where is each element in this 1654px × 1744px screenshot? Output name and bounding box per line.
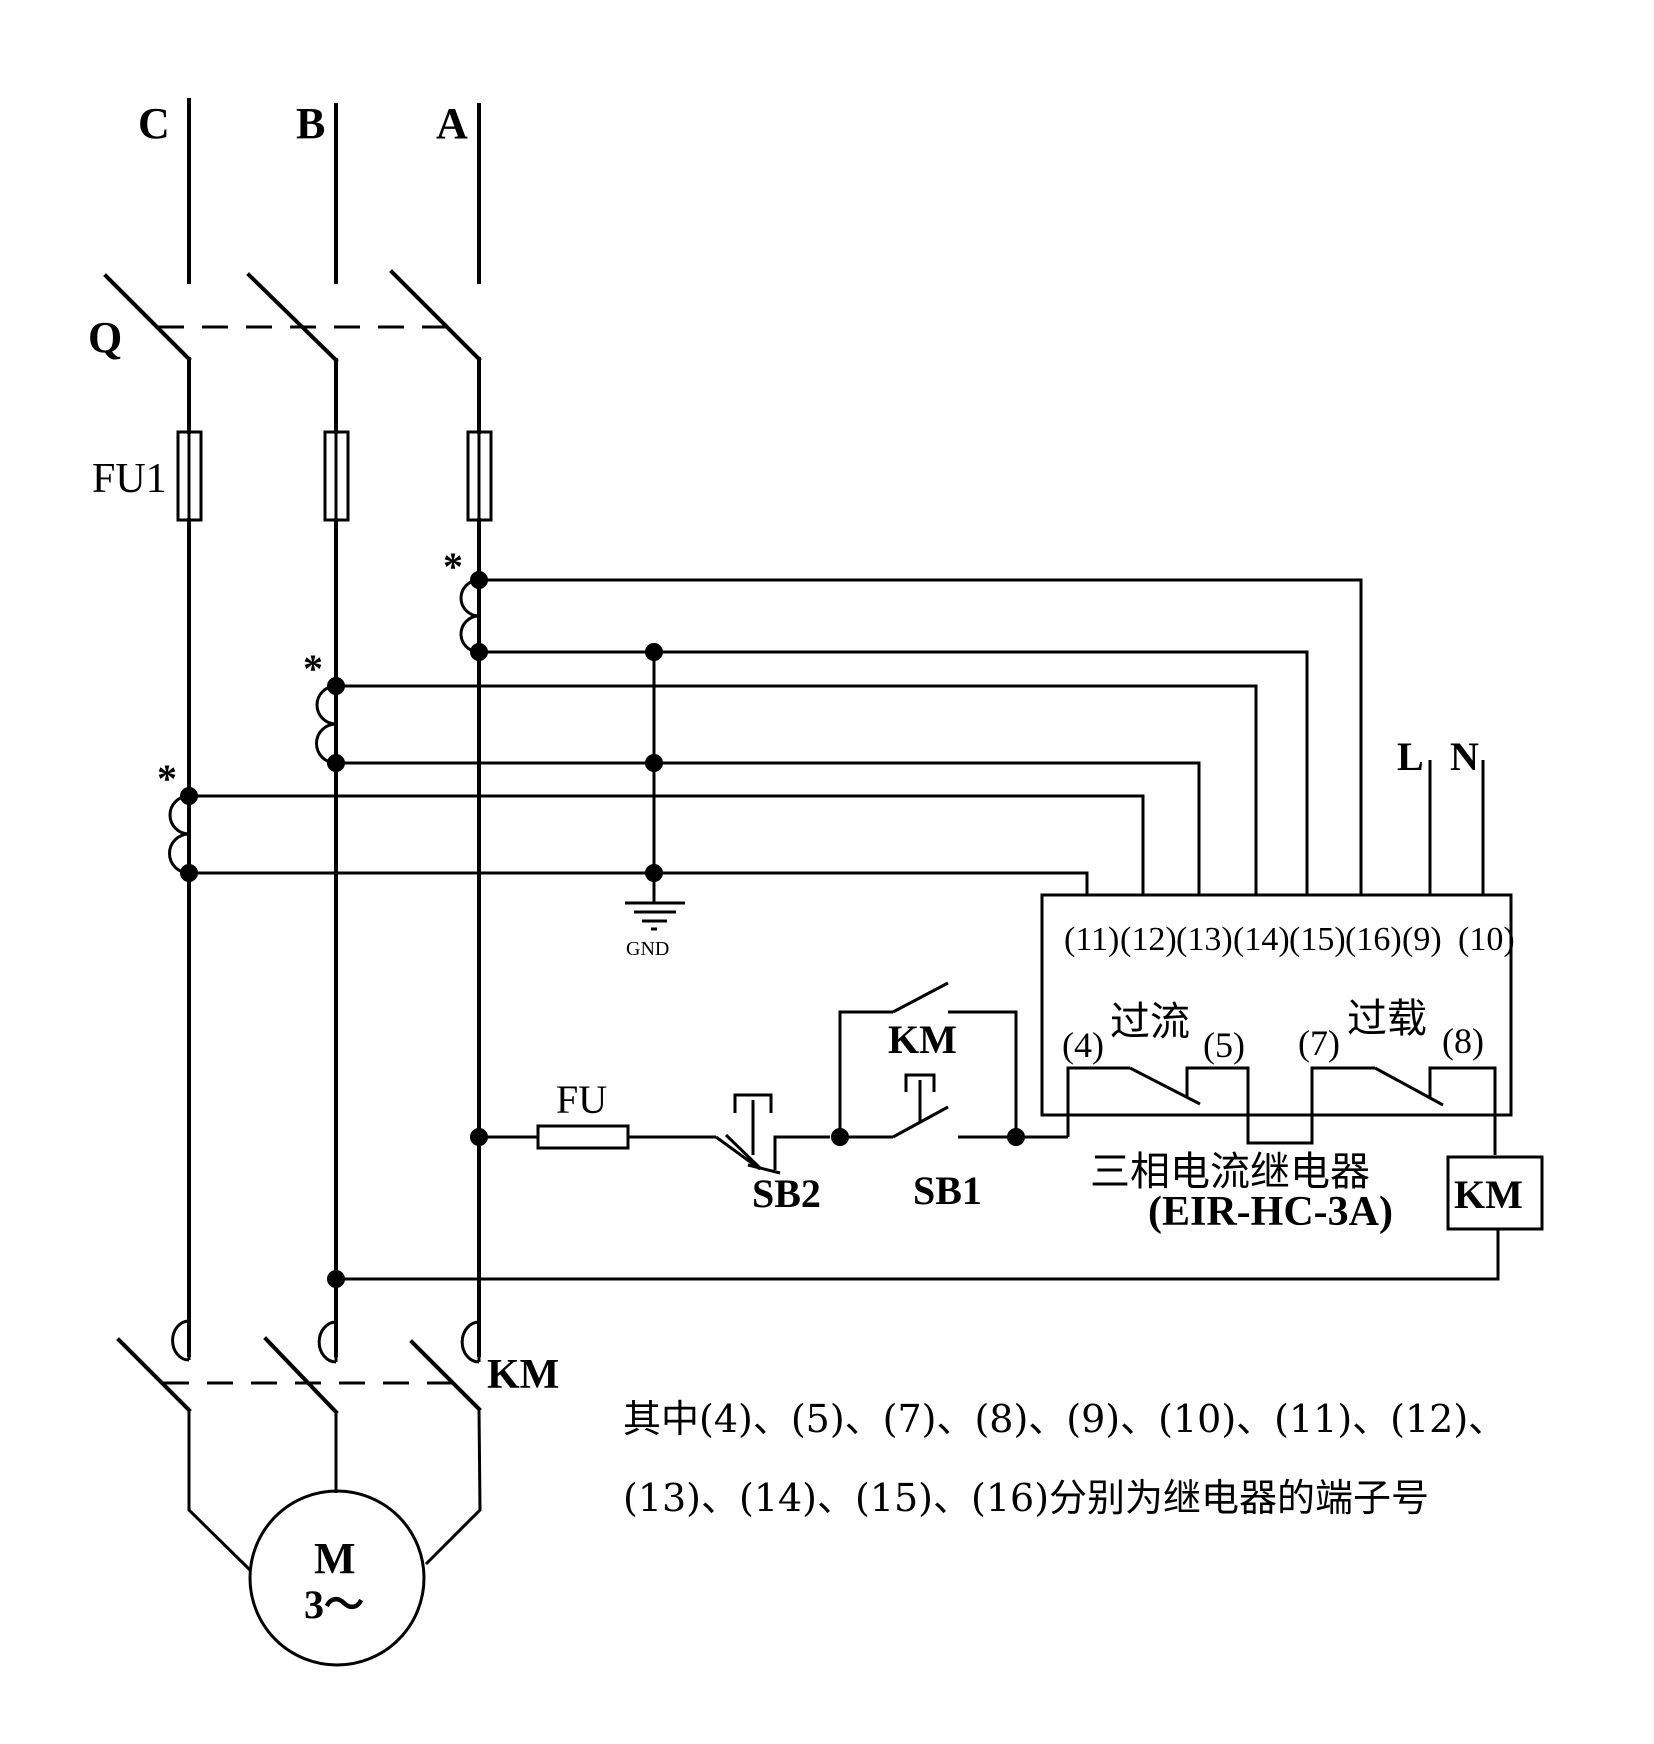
note-line-1: 其中(4)、(5)、(7)、(8)、(9)、(10)、(11)、(12)、 bbox=[623, 1397, 1506, 1441]
motor-phase-label: 3～ bbox=[304, 1582, 364, 1627]
km-coil bbox=[1446, 1155, 1544, 1231]
stop-button-label: SB2 bbox=[752, 1171, 821, 1216]
phase-a-label: A bbox=[436, 99, 468, 148]
breaker-q bbox=[103, 269, 482, 363]
ct-b-polarity-mark: * bbox=[303, 646, 323, 691]
relay-name: 三相电流继电器 bbox=[1090, 1149, 1370, 1195]
ct-secondary-wiring bbox=[189, 578, 1363, 903]
ct-c-polarity-mark: * bbox=[157, 756, 177, 801]
terminal-13: (13) bbox=[1176, 921, 1233, 958]
relay-box bbox=[1040, 893, 1513, 1117]
ct-phase-b bbox=[315, 677, 345, 772]
phase-c-label: C bbox=[138, 99, 170, 148]
contactor-km bbox=[116, 1319, 482, 1415]
overcurrent-in-terminal: (4) bbox=[1062, 1025, 1104, 1065]
terminal-11: (11) bbox=[1064, 921, 1119, 958]
phase-lines-mid bbox=[187, 357, 481, 434]
overload-label: 过载 bbox=[1347, 996, 1427, 1042]
supply-l-label: L bbox=[1397, 734, 1424, 779]
relay-model: (EIR-HC-3A) bbox=[1148, 1189, 1393, 1235]
supply-wiring bbox=[1428, 760, 1485, 895]
overcurrent-label: 过流 bbox=[1110, 999, 1190, 1045]
overcurrent-contact bbox=[1066, 1066, 1497, 1155]
terminal-9: (9) bbox=[1402, 921, 1442, 958]
contactor-label: KM bbox=[487, 1352, 559, 1398]
fuse-fu1 bbox=[176, 430, 493, 522]
terminal-14: (14) bbox=[1233, 921, 1290, 958]
coil-return-wire bbox=[336, 1229, 1500, 1281]
ground-label: GND bbox=[626, 938, 669, 960]
km-aux-contact-label: KM bbox=[888, 1017, 957, 1062]
control-circuit bbox=[470, 981, 1068, 1175]
km-coil-label: KM bbox=[1454, 1172, 1523, 1217]
phase-lines-lower bbox=[187, 518, 481, 1357]
control-fuse-label: FU bbox=[556, 1077, 607, 1122]
terminal-15: (15) bbox=[1289, 921, 1346, 958]
breaker-label: Q bbox=[88, 313, 122, 362]
start-button-label: SB1 bbox=[913, 1168, 982, 1213]
junction-b bbox=[327, 1270, 345, 1288]
ct-phase-c bbox=[168, 787, 198, 882]
note-line-2: (13)、(14)、(15)、(16)分别为继电器的端子号 bbox=[623, 1476, 1429, 1520]
relay-terminal-labels: (11) (12) (13) (14) (15) (16) (9) (10) bbox=[1064, 921, 1515, 958]
ct-phase-a bbox=[459, 571, 488, 661]
ct-a-polarity-mark: * bbox=[443, 544, 463, 589]
incoming-lines bbox=[187, 98, 481, 284]
phase-b-label: B bbox=[296, 99, 325, 148]
terminal-16: (16) bbox=[1345, 921, 1402, 958]
motor-icon bbox=[248, 1489, 426, 1667]
ground-icon bbox=[625, 901, 685, 931]
motor-leads bbox=[187, 1408, 482, 1572]
overload-in-terminal: (7) bbox=[1298, 1023, 1340, 1063]
main-fuse-label: FU1 bbox=[92, 456, 167, 502]
terminal-12: (12) bbox=[1120, 921, 1177, 958]
supply-n-label: N bbox=[1450, 734, 1479, 779]
terminal-10: (10) bbox=[1458, 921, 1515, 958]
overcurrent-out-terminal: (5) bbox=[1203, 1025, 1245, 1065]
motor-label: M bbox=[314, 1534, 356, 1583]
overload-out-terminal: (8) bbox=[1442, 1021, 1484, 1061]
